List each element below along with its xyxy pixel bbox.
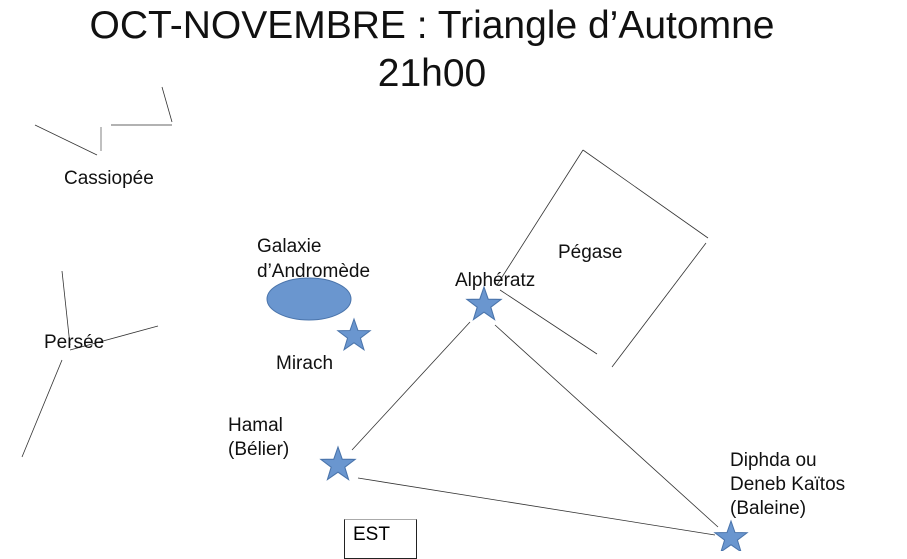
label-baleine: (Baleine) — [730, 498, 807, 519]
chart-time: 21h00 — [377, 52, 487, 95]
label-cassiopee: Cassiopée — [64, 168, 154, 189]
pegasus-line — [496, 149, 584, 286]
perseus-line — [61, 270, 71, 346]
label-deneb-kaitos: Deneb Kaïtos — [730, 474, 846, 495]
pegasus-line — [499, 289, 598, 355]
cassiopeia-line — [34, 124, 98, 156]
andromeda-galaxy — [266, 277, 352, 321]
pegasus-line — [611, 242, 707, 368]
perseus-line — [21, 359, 63, 458]
triangle-line — [357, 477, 716, 536]
cassiopeia-line — [161, 86, 173, 123]
hamal-star — [319, 445, 357, 481]
label-hamal: Hamal — [228, 415, 283, 436]
label-mirach: Mirach — [276, 353, 334, 374]
label-belier: (Bélier) — [228, 439, 290, 460]
label-diphda: Diphda ou — [730, 450, 817, 471]
label-andromede: d’Andromède — [257, 261, 371, 282]
triangle-line — [351, 321, 471, 451]
east-direction-label: EST — [344, 519, 417, 559]
diphda-star — [713, 519, 749, 551]
alpheratz-star — [465, 285, 503, 321]
perseus-line — [69, 325, 159, 351]
chart-title: OCT-NOVEMBRE : Triangle d’Automne — [89, 4, 775, 47]
mirach-star — [336, 317, 372, 352]
label-alpheratz: Alphératz — [455, 270, 536, 291]
pegasus-line — [582, 149, 709, 239]
triangle-line — [494, 324, 719, 528]
label-persee: Persée — [44, 332, 105, 353]
label-galaxie: Galaxie — [257, 236, 322, 257]
label-pegase: Pégase — [558, 242, 623, 263]
